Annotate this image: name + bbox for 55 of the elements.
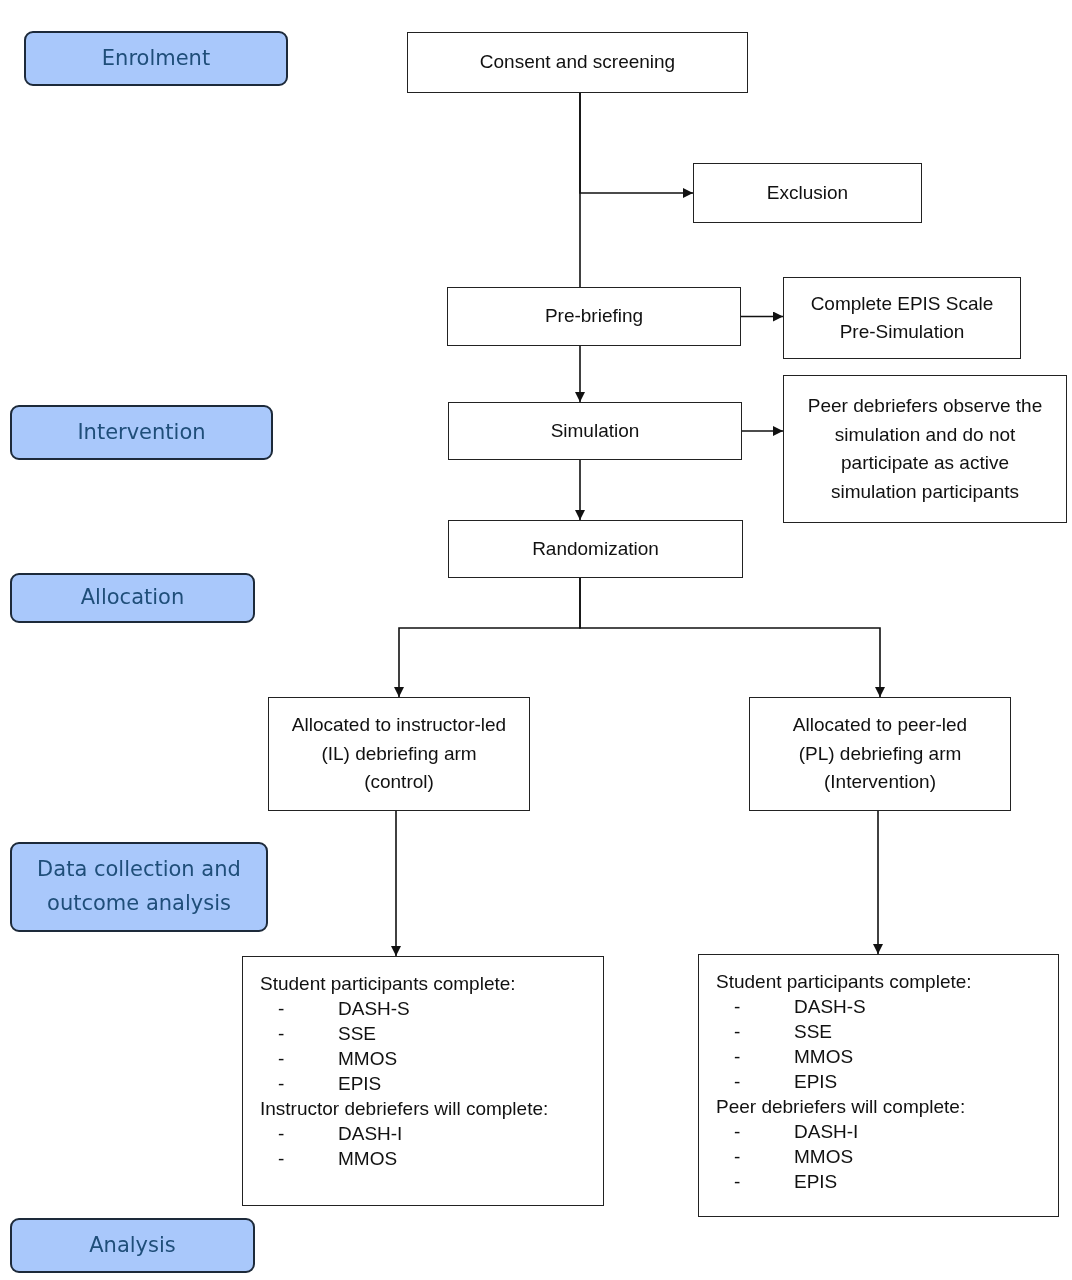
stage-label: Intervention xyxy=(77,418,206,446)
list-item: - SSE xyxy=(277,1022,377,1046)
list-item: - MMOS xyxy=(277,1047,398,1071)
process-box xyxy=(448,402,742,460)
box-text: Complete EPIS Scale Pre-Simulation xyxy=(809,291,995,344)
list-item: - MMOS xyxy=(277,1147,398,1171)
outcome-list-box xyxy=(698,954,1059,1217)
process-box xyxy=(749,697,1011,811)
box-text: Exclusion xyxy=(766,180,849,205)
box-text: Allocated to instructor-led (IL) debriefing arm (control) xyxy=(290,713,508,795)
stage-label: Allocation xyxy=(80,584,185,612)
arrow xyxy=(391,810,401,957)
list-item: - SSE xyxy=(733,1020,833,1044)
process-box xyxy=(268,697,530,811)
box-text: Pre-briefing xyxy=(544,304,644,329)
list-heading: Instructor debriefers will complete: xyxy=(260,1097,549,1121)
list-item: - MMOS xyxy=(733,1045,854,1069)
box-text: Simulation xyxy=(550,418,640,443)
arrow xyxy=(575,345,585,403)
arrow xyxy=(740,311,784,322)
box-text: Peer debriefers observe the simulation and do not participate as active simulation participants xyxy=(806,394,1044,504)
stage-label-box xyxy=(10,405,273,460)
process-box xyxy=(693,163,922,223)
list-heading: Student participants complete: xyxy=(260,972,516,996)
arrow xyxy=(579,92,694,198)
list-item: - DASH-S xyxy=(277,997,410,1021)
box-text: Allocated to peer-led (PL) debriefing arm (Intervention) xyxy=(791,713,969,795)
list-heading: Peer debriefers will complete: xyxy=(716,1095,966,1119)
list-item: - EPIS xyxy=(733,1170,838,1194)
arrow xyxy=(873,810,883,955)
stage-label-box xyxy=(24,31,288,86)
list-item: - DASH-I xyxy=(277,1122,403,1146)
list-heading: Student participants complete: xyxy=(716,970,972,994)
process-box xyxy=(783,277,1021,359)
list-item: - EPIS xyxy=(277,1072,382,1096)
process-box xyxy=(447,287,741,346)
box-text: Consent and screening xyxy=(479,50,676,75)
arrow xyxy=(575,459,585,521)
list-item: - DASH-S xyxy=(733,995,866,1019)
stage-label-box xyxy=(10,573,255,623)
box-text: Randomization xyxy=(532,536,659,561)
list-item: - MMOS xyxy=(733,1145,854,1169)
stage-label: Analysis xyxy=(89,1231,176,1259)
process-box xyxy=(407,32,748,93)
arrow xyxy=(579,577,885,698)
list-item: - DASH-I xyxy=(733,1120,859,1144)
stage-label: Data collection and outcome analysis xyxy=(36,856,242,917)
process-box xyxy=(448,520,743,578)
process-box xyxy=(783,375,1067,523)
arrow xyxy=(741,426,784,436)
outcome-list-box xyxy=(242,956,604,1206)
list-item: - EPIS xyxy=(733,1070,838,1094)
stage-label-box xyxy=(10,842,268,932)
stage-label-box xyxy=(10,1218,255,1273)
stage-label: Enrolment xyxy=(101,44,211,72)
